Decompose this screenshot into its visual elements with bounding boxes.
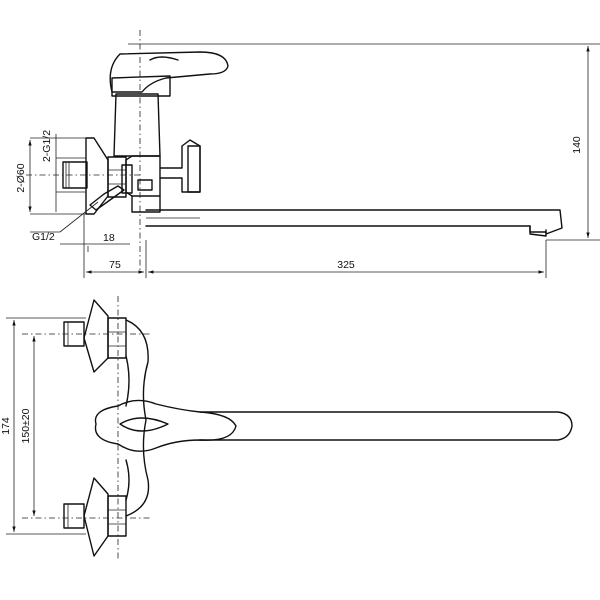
lower-nut [107,495,127,537]
spout [145,209,563,235]
connector-arms [125,319,150,517]
upper-nut [107,317,127,359]
dim-174-label: 174 [0,417,12,435]
dim-140-label: 140 [571,136,583,154]
upper-flange [83,299,109,373]
lower-flange [83,477,109,557]
cartridge-column [113,93,161,157]
lever-handle [109,51,229,93]
dim-325-label: 325 [337,259,355,271]
dim-75-label: 75 [109,259,121,271]
label-diameter: 2-Ø60 [15,163,27,192]
label-thread-single: G1/2 [32,231,55,243]
dim-150-label: 150±20 [20,408,32,443]
dim-18-label: 18 [103,232,115,244]
label-thread-pair: 2-G1/2 [41,130,53,162]
top-spout [199,411,573,441]
side-view: 140 75 325 18 2-G1/2 2-Ø60 G1/2 [15,30,600,278]
top-body [94,399,237,452]
top-view: 174 150±20 [0,296,573,560]
